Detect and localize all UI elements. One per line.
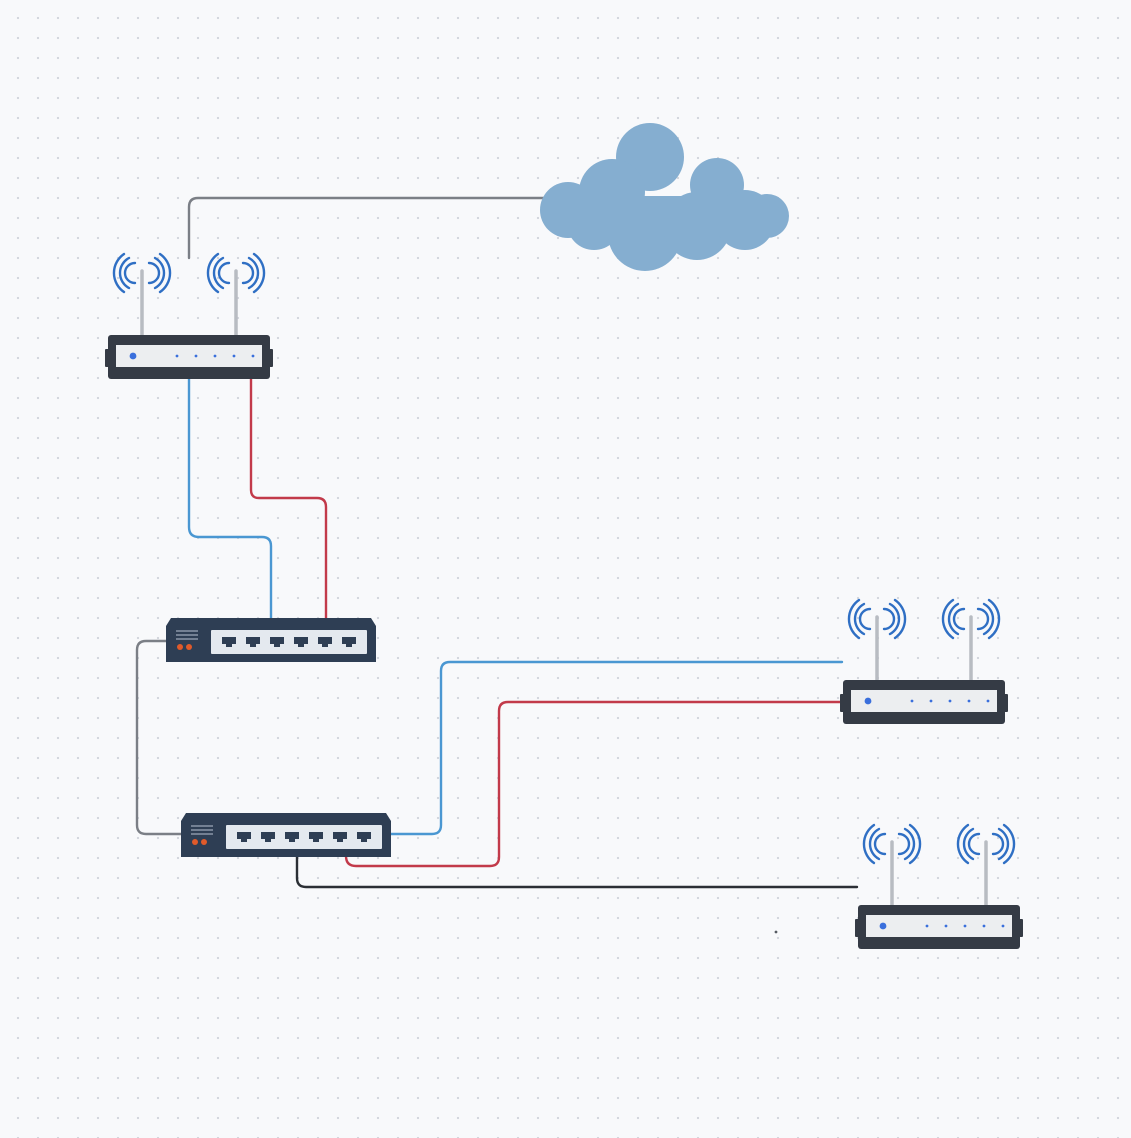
- wireless-router-icon[interactable]: [840, 598, 1008, 724]
- cable-router-to-internet[interactable]: [187, 196, 547, 260]
- wireless-router-icon[interactable]: [855, 823, 1023, 949]
- network-switch-icon[interactable]: [166, 618, 376, 662]
- antenna-icon: [847, 598, 907, 683]
- stray-dot: [774, 930, 778, 934]
- network-switch-icon[interactable]: [181, 813, 391, 857]
- cable-switch2-to-ap1-blue[interactable]: [386, 660, 844, 836]
- cloud-icon[interactable]: [540, 123, 789, 271]
- cable-switch1-to-switch2-gray[interactable]: [135, 639, 184, 836]
- antenna-icon: [862, 823, 922, 908]
- antenna-icon: [956, 823, 1016, 908]
- cable-router-to-switch1-red[interactable]: [249, 370, 328, 620]
- wireless-router-icon[interactable]: [105, 252, 273, 379]
- cable-router-to-switch1-blue[interactable]: [187, 370, 273, 620]
- cable-switch2-to-ap1-red[interactable]: [344, 700, 844, 868]
- antenna-icon: [941, 598, 1001, 683]
- antenna-icon: [112, 252, 172, 337]
- antenna-icon: [206, 252, 266, 337]
